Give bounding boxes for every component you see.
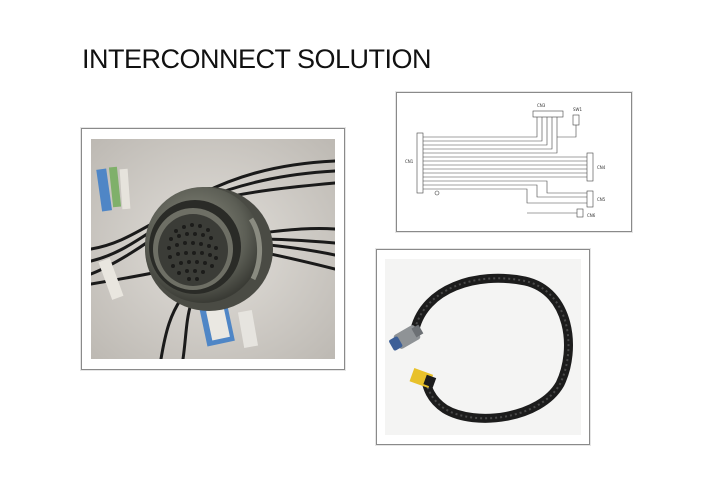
schematic-label-cn5: CN5 <box>597 197 606 202</box>
harness-photo-frame <box>376 249 590 445</box>
schematic-label-cn1: CN1 <box>405 159 414 164</box>
connector-photo <box>91 139 335 359</box>
schematic-label-cn6: CN6 <box>587 213 596 218</box>
schematic-label-cn4: CN4 <box>597 165 606 170</box>
connector-photo-frame <box>81 128 345 370</box>
schematic-frame: CN1 CN3 SW1 CN4 CN5 CN6 <box>396 92 632 232</box>
wiring-schematic-icon: CN1 CN3 SW1 CN4 CN5 CN6 <box>397 93 631 231</box>
harness-photo <box>385 259 581 435</box>
page-title: INTERCONNECT SOLUTION <box>82 44 432 74</box>
schematic-label-cn3: CN3 <box>537 103 546 108</box>
schematic-label-sw1: SW1 <box>573 107 582 112</box>
